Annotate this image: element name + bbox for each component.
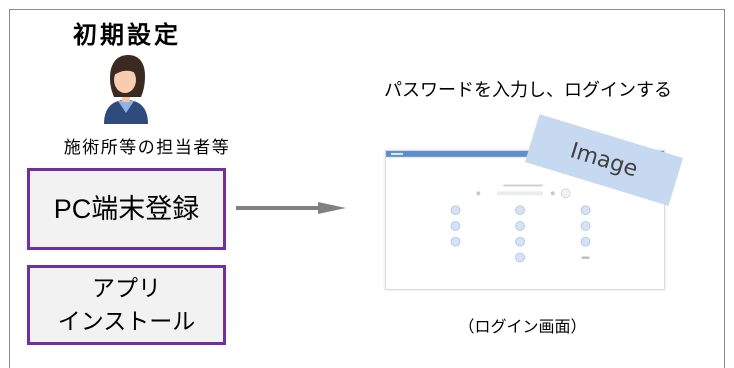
- step-label-line-2: インストール: [57, 308, 196, 334]
- step-app-install: アプリ インストール: [27, 265, 226, 345]
- login-screen-caption: （ログイン画面）: [458, 317, 587, 336]
- login-keypad-button: [515, 252, 525, 263]
- login-keypad-button: [580, 205, 591, 215]
- login-user-icon: [476, 191, 481, 196]
- login-keypad-button: [580, 236, 591, 247]
- step-pc-registration: PC端末登録: [27, 168, 226, 250]
- login-keypad-button: [450, 205, 461, 215]
- login-password-field: [497, 191, 543, 196]
- section-heading: 初期設定: [73, 21, 181, 49]
- arrow-head: [318, 202, 346, 214]
- login-keypad-clear: [581, 256, 590, 259]
- login-keypad-button: [515, 205, 525, 215]
- login-keypad-button: [515, 221, 525, 231]
- login-keypad-button: [515, 236, 525, 247]
- diagram-frame: [9, 9, 725, 368]
- login-submit-button: [560, 188, 571, 199]
- role-label: 施術所等の担当者等: [63, 138, 231, 158]
- step-label-line-1: アプリ: [92, 275, 161, 301]
- instruction-text: パスワードを入力し、ログインする: [384, 80, 672, 101]
- login-screen-title: [503, 184, 543, 187]
- login-keypad-button: [450, 221, 461, 231]
- person-icon: [104, 55, 148, 124]
- step-label: PC端末登録: [53, 194, 200, 224]
- login-keypad-button: [450, 236, 461, 247]
- arrow-right-icon: [236, 202, 346, 214]
- login-screen-top-bar: [386, 151, 664, 157]
- login-keypad-button: [580, 221, 591, 231]
